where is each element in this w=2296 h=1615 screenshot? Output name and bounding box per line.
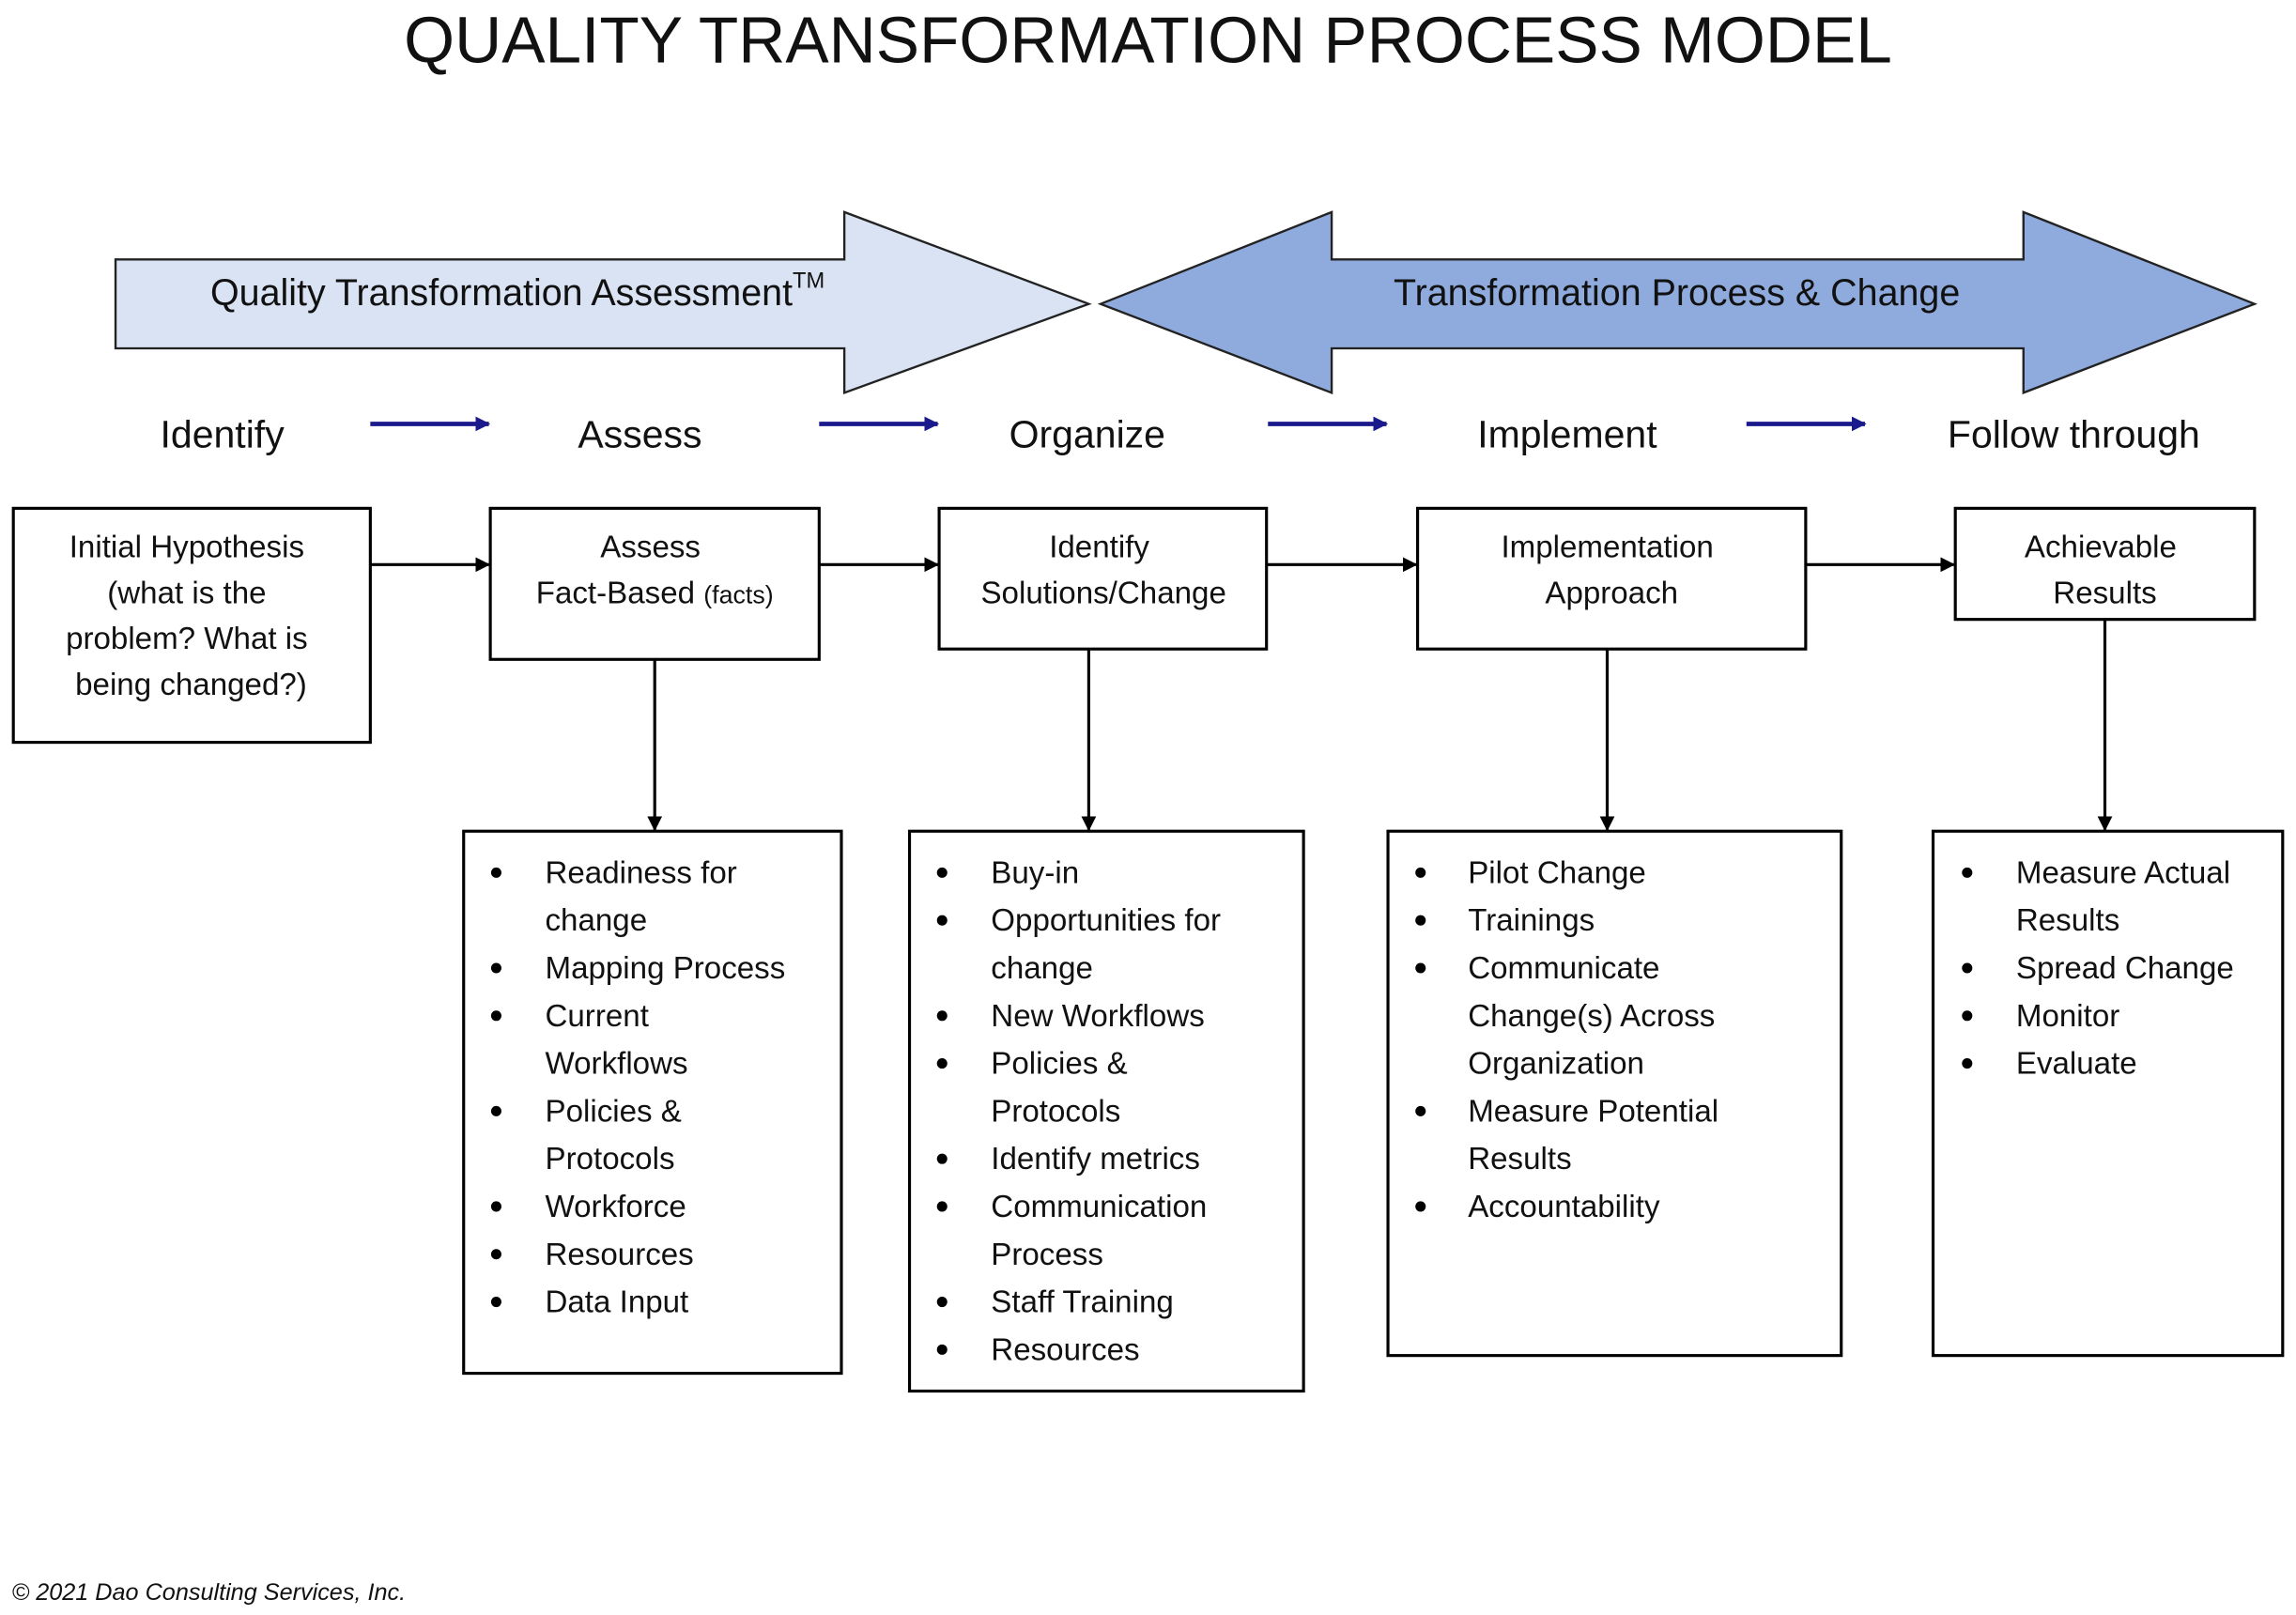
list-item-text: Communicate: [1468, 951, 1659, 986]
page-title: QUALITY TRANSFORMATION PROCESS MODEL: [404, 4, 1892, 77]
bullet-icon: [490, 962, 501, 974]
results-box: [1953, 506, 2257, 622]
list-item-text: Policies &: [545, 1094, 681, 1129]
hypothesis-text: Initial Hypothesis (what is the problem?…: [66, 530, 316, 702]
list-item-text: Results: [2016, 903, 2119, 938]
bullet-icon: [490, 867, 501, 878]
list-item-text: Evaluate: [2016, 1047, 2137, 1082]
list-item-text: Workflows: [545, 1047, 687, 1082]
bullet-icon: [1415, 867, 1426, 878]
identify-text: Identify Solutions/Change: [980, 530, 1225, 610]
bullet-icon: [490, 1105, 501, 1116]
list-item-text: Communication: [991, 1190, 1207, 1224]
list-item-text: Mapping Process: [545, 951, 785, 986]
stage-follow-through: Follow through: [1948, 413, 2200, 456]
list-item-text: Change(s) Across: [1468, 999, 1715, 1034]
list-item-text: Identify metrics: [991, 1142, 1200, 1177]
hypothesis-box: [11, 506, 372, 745]
bullet-icon: [1962, 1010, 1973, 1022]
list-item-text: Results: [1468, 1142, 1571, 1177]
stage-identify: Identify: [161, 413, 285, 456]
assess-list-box: [462, 829, 843, 1376]
bullet-icon: [1415, 1105, 1426, 1116]
list-item-text: Protocols: [991, 1094, 1120, 1129]
list-item-text: New Workflows: [991, 999, 1205, 1034]
bullet-icon: [1415, 962, 1426, 974]
organize-list-box: [907, 829, 1305, 1393]
bullet-icon: [490, 1249, 501, 1260]
list-item-text: change: [545, 903, 647, 938]
results-text: Achievable Results: [2025, 530, 2185, 610]
list-item-text: Spread Change: [2016, 951, 2234, 986]
list-item-text: Workforce: [545, 1190, 686, 1224]
list-item-text: Policies &: [991, 1047, 1127, 1082]
bullet-icon: [936, 1058, 948, 1069]
list-item-text: Buy-in: [991, 855, 1079, 890]
bullet-icon: [1962, 867, 1973, 878]
implementation-text: Implementation Approach: [1501, 530, 1722, 610]
trademark: TM: [793, 269, 824, 293]
list-item-text: Organization: [1468, 1047, 1644, 1082]
list-item-text: change: [991, 951, 1093, 986]
stage-implement: Implement: [1477, 413, 1657, 456]
list-item-text: Measure Actual: [2016, 855, 2230, 890]
list-item-text: Trainings: [1468, 903, 1595, 938]
stage-organize: Organize: [1009, 413, 1165, 456]
bullet-icon: [490, 1297, 501, 1308]
list-item-text: Measure Potential: [1468, 1094, 1718, 1129]
assessment-band-arrow: [114, 210, 1092, 395]
bullet-icon: [936, 867, 948, 878]
list-item-text: Process: [991, 1238, 1103, 1272]
list-item-text: Current: [545, 999, 648, 1034]
stage-assess: Assess: [578, 413, 701, 456]
follow-through-list-box: [1931, 829, 2285, 1358]
bullet-icon: [490, 1010, 501, 1022]
bullet-icon: [936, 1344, 948, 1355]
list-item-text: Staff Training: [991, 1285, 1174, 1320]
bullet-icon: [1962, 1058, 1973, 1069]
implementation-box: [1416, 506, 1808, 651]
assessment-band-label: Quality Transformation AssessmentTM: [210, 269, 824, 314]
bullet-icon: [490, 1201, 501, 1212]
list-item-text: Protocols: [545, 1142, 674, 1177]
list-item-text: Pilot Change: [1468, 855, 1646, 890]
assess-text: Assess Fact-Based (facts): [536, 530, 774, 610]
list-item-text: Accountability: [1468, 1190, 1660, 1224]
process-band-label: Transformation Process & Change: [1394, 272, 1960, 314]
list-item-text: Opportunities for: [991, 903, 1221, 938]
list-item-text: Resources: [991, 1332, 1139, 1367]
bullet-icon: [936, 1201, 948, 1212]
list-item-text: Data Input: [545, 1285, 688, 1320]
list-item-text: Resources: [545, 1238, 693, 1272]
copyright-footer: © 2021 Dao Consulting Services, Inc.: [12, 1579, 407, 1606]
identify-box: [937, 506, 1269, 651]
implement-list-box: [1386, 829, 1843, 1358]
list-item-text: Monitor: [2016, 999, 2119, 1034]
bullet-icon: [1415, 915, 1426, 926]
bullet-icon: [1962, 962, 1973, 974]
process-band-double-arrow: [1097, 210, 2258, 395]
bullet-icon: [936, 915, 948, 926]
bullet-icon: [1415, 1201, 1426, 1212]
list-item-text: Readiness for: [545, 855, 736, 890]
bullet-icon: [936, 1297, 948, 1308]
bullet-icon: [936, 1010, 948, 1022]
bullet-icon: [936, 1153, 948, 1164]
